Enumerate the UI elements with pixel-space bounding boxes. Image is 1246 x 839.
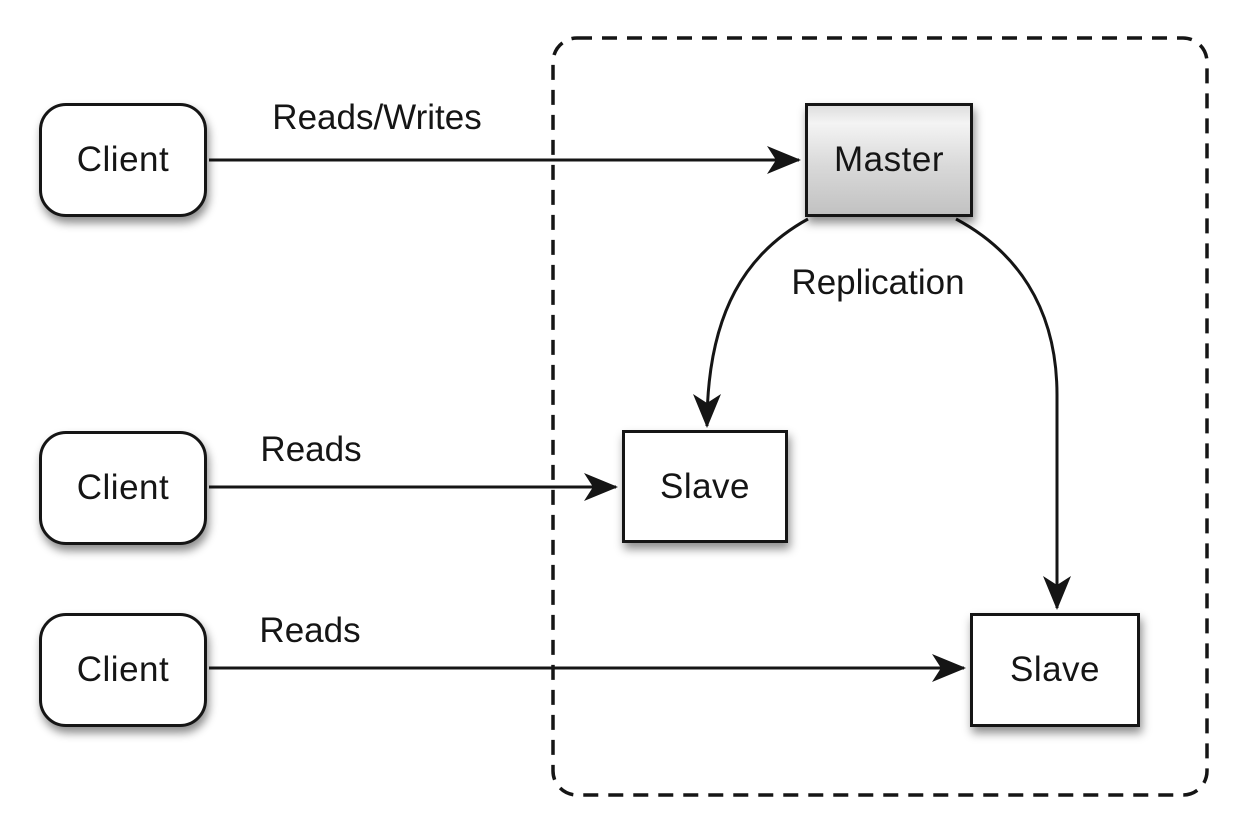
node-slave-1: Slave — [622, 430, 788, 543]
node-master-label: Master — [834, 140, 944, 179]
node-master: Master — [805, 103, 973, 217]
node-client-2-label: Client — [76, 468, 170, 507]
replication-curve-right — [955, 217, 1071, 610]
node-slave-2-label: Slave — [1009, 650, 1101, 689]
node-slave-1-label: Slave — [659, 466, 751, 506]
node-client-3-label: Client — [76, 650, 170, 689]
edge-label-replication: Replication — [791, 263, 965, 302]
node-client-3: Client — [39, 613, 207, 727]
node-client-1: Client — [39, 103, 207, 217]
edge-label-reads-writes: Reads/Writes — [272, 98, 482, 137]
node-client-1-label: Client — [76, 140, 170, 179]
node-slave-2: Slave — [970, 613, 1140, 727]
edge-label-reads-bottom: Reads — [259, 611, 361, 650]
node-client-2: Client — [39, 431, 207, 545]
edge-label-reads-top: Reads — [260, 430, 362, 469]
replication-curve-left — [693, 217, 809, 428]
